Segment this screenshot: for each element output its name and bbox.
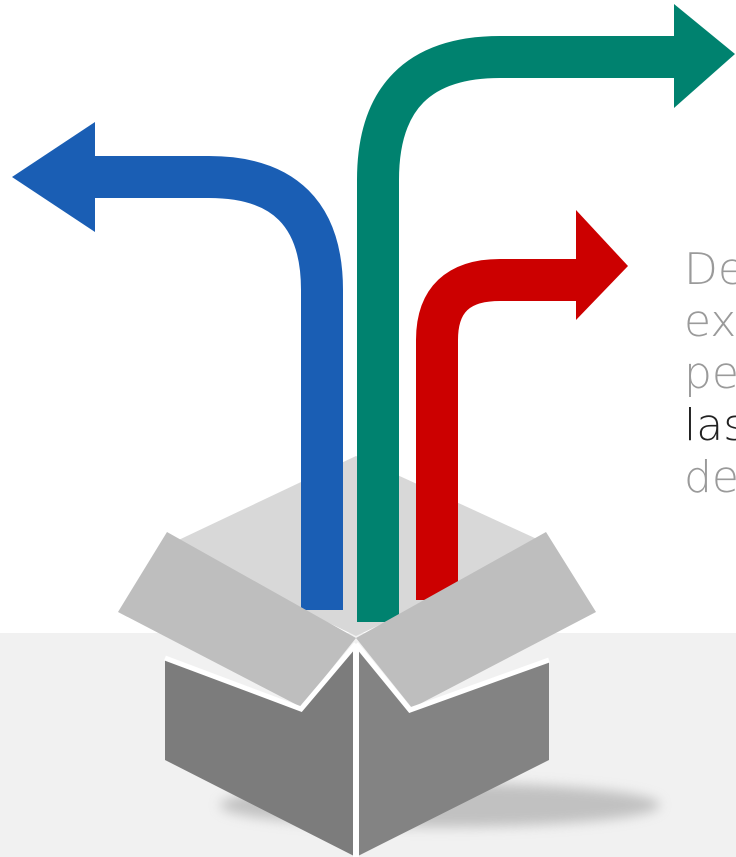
caption-line: ex <box>684 296 736 347</box>
blue-arrow <box>92 156 343 610</box>
caption-line: de <box>684 452 736 503</box>
box-front-right <box>356 644 549 857</box>
caption-line-emphasis: las <box>684 400 736 451</box>
green-arrow <box>357 36 680 622</box>
red-arrow <box>416 259 580 600</box>
caption-line: De <box>684 244 736 295</box>
blue-arrow-head <box>12 122 95 232</box>
box-right-flap <box>356 532 596 708</box>
box-right-edge <box>354 642 550 713</box>
box-left-edge <box>164 642 358 712</box>
box-front-left <box>165 644 356 857</box>
caption-line: pe <box>684 348 736 399</box>
box-left-flap <box>118 532 356 707</box>
red-arrow-head <box>576 210 628 320</box>
caption-text: De ex pe las de <box>684 244 736 504</box>
green-arrow-head <box>674 4 735 108</box>
